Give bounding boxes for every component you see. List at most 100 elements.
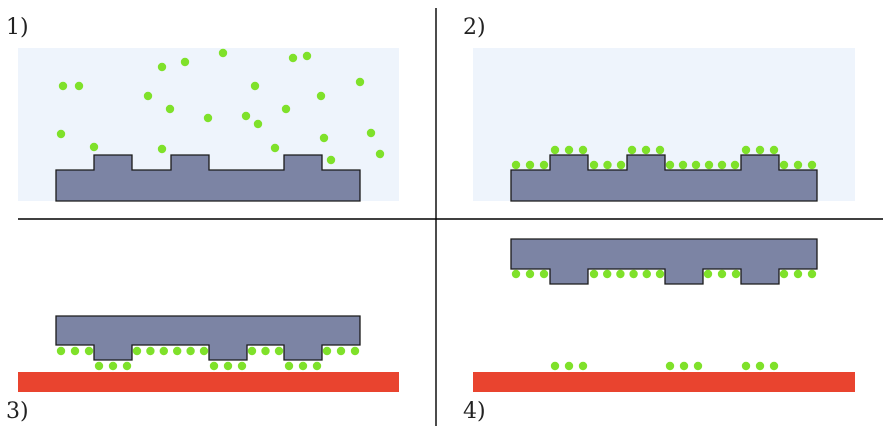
adsorbed-molecule <box>70 346 80 356</box>
adsorbed-molecule <box>186 346 195 356</box>
adsorbed-molecule <box>173 346 182 356</box>
adsorbed-molecules <box>511 145 817 170</box>
adsorbed-molecule <box>525 160 535 170</box>
adsorbed-molecule <box>717 269 727 279</box>
stamp-4 <box>510 238 818 285</box>
adsorbed-molecule <box>132 346 142 356</box>
adsorbed-molecule <box>627 145 637 155</box>
panel-1: 1) <box>6 15 399 202</box>
adsorbed-molecule <box>261 346 270 356</box>
transferred-molecule <box>578 361 588 371</box>
adsorbed-molecule <box>274 346 284 356</box>
stamp-3 <box>55 315 361 361</box>
adsorbed-molecule <box>807 160 817 170</box>
transferred-pattern <box>511 269 817 371</box>
transferred-molecule <box>564 361 574 371</box>
molecule <box>203 113 213 123</box>
adsorbed-molecule <box>642 269 651 279</box>
molecule <box>326 155 336 165</box>
adsorbed-molecule <box>525 269 535 279</box>
molecule <box>281 104 291 114</box>
molecule <box>74 81 84 91</box>
adsorbed-molecule <box>336 346 346 356</box>
adsorbed-molecule <box>539 160 549 170</box>
panel-4: 4) <box>463 238 855 424</box>
panel-label-1: 1) <box>6 15 29 40</box>
transferred-molecule <box>679 361 689 371</box>
adsorbed-molecule <box>578 145 588 155</box>
adsorbed-molecule <box>122 361 132 371</box>
adsorbed-molecule <box>678 160 688 170</box>
adsorbed-molecule <box>691 160 701 170</box>
molecule <box>157 144 167 154</box>
free-molecules <box>56 48 385 165</box>
adsorbed-molecule <box>550 145 560 155</box>
adsorbed-molecule <box>730 160 740 170</box>
adsorbed-molecule <box>665 160 675 170</box>
adsorbed-molecule <box>94 361 104 371</box>
molecule <box>288 53 298 63</box>
adsorbed-molecule <box>793 160 803 170</box>
molecule <box>89 142 99 152</box>
adsorbed-molecule <box>779 160 789 170</box>
adsorbed-molecule <box>755 145 765 155</box>
adsorbed-molecule <box>350 346 360 356</box>
adsorbed-molecule <box>616 269 625 279</box>
molecule <box>218 48 228 58</box>
panel-2: 2) <box>463 15 855 202</box>
panel-label-4: 4) <box>463 399 486 424</box>
molecule <box>165 104 175 114</box>
molecule <box>319 133 329 143</box>
transferred-molecule <box>693 361 703 371</box>
adsorbed-molecule <box>108 361 118 371</box>
molecule <box>355 77 365 87</box>
molecule <box>241 111 251 121</box>
adsorbed-molecule <box>603 160 612 170</box>
adsorbed-molecule <box>629 269 638 279</box>
adsorbed-molecule <box>704 160 714 170</box>
adsorbed-molecule <box>703 269 713 279</box>
adsorbed-molecule <box>616 160 626 170</box>
molecule <box>157 62 167 72</box>
panel-label-3: 3) <box>6 399 29 424</box>
transferred-molecule <box>769 361 779 371</box>
adsorbed-molecule <box>539 269 549 279</box>
adsorbed-molecule <box>322 346 332 356</box>
adsorbed-molecule <box>741 145 751 155</box>
molecule <box>58 81 68 91</box>
adsorbed-molecule <box>511 269 521 279</box>
adsorbed-molecule <box>56 346 66 356</box>
stamp-2 <box>510 154 818 202</box>
stamp-1 <box>55 154 361 202</box>
transferred-molecule <box>741 361 751 371</box>
panel-3: 3) <box>6 315 399 424</box>
adsorbed-molecule <box>247 346 257 356</box>
transferred-molecule <box>665 361 675 371</box>
adsorbed-molecule <box>717 160 727 170</box>
adsorbed-molecule <box>223 361 233 371</box>
adsorbed-molecule <box>731 269 741 279</box>
adsorbed-molecule <box>779 269 789 279</box>
substrate-4 <box>473 372 855 392</box>
panel-label-2: 2) <box>463 15 486 40</box>
molecule <box>143 91 153 101</box>
molecule <box>375 149 385 159</box>
adsorbed-molecule <box>641 145 651 155</box>
adsorbed-molecule <box>298 361 308 371</box>
adsorbed-molecule <box>237 361 247 371</box>
molecule <box>180 57 190 67</box>
adsorbed-molecule <box>209 361 219 371</box>
adsorbed-molecule <box>793 269 803 279</box>
adsorbed-molecule <box>511 160 521 170</box>
molecule <box>253 119 263 129</box>
molecule <box>56 129 66 139</box>
molecule <box>366 128 376 138</box>
molecule <box>302 51 312 61</box>
molecules-on-inverted-stamp <box>56 346 360 371</box>
molecule <box>316 91 326 101</box>
adsorbed-molecule <box>603 269 612 279</box>
adsorbed-molecule <box>589 269 599 279</box>
transferred-molecule <box>755 361 765 371</box>
